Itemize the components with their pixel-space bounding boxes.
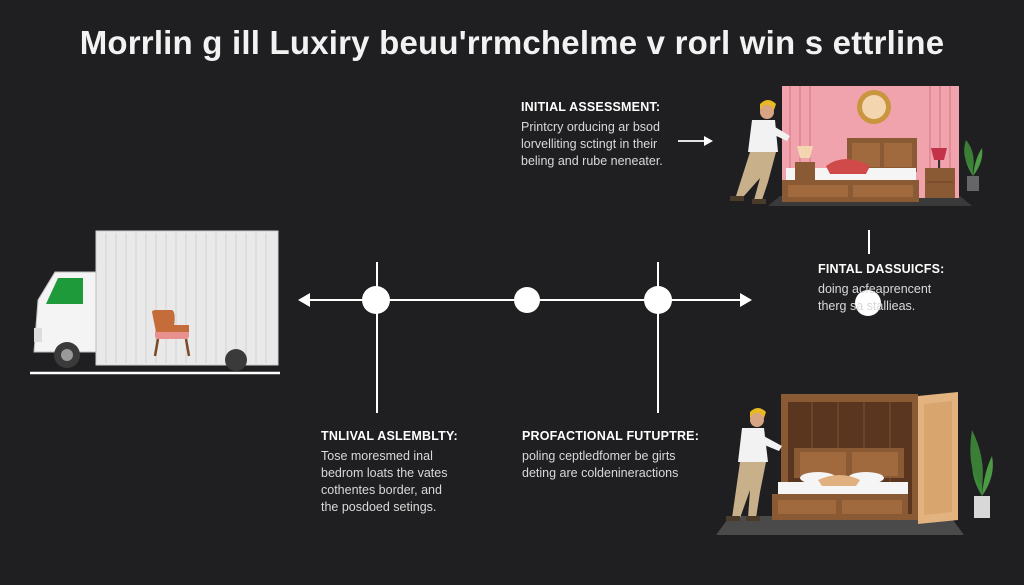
plant-icon [964,140,983,191]
armchair-icon [152,310,191,357]
timeline-node [855,290,881,316]
step-line: beling and rube neneater. [521,154,663,168]
timeline-node [362,286,390,314]
step-title: TNLIVAL ASLEMBLTY: [321,429,458,443]
step-line: the posdoed setings. [321,500,437,514]
delivery-truck-icon [33,230,279,371]
wardrobe-icon [716,392,964,535]
worker-icon [730,100,790,204]
step-line: doing acfeaprencent [818,282,932,296]
plant-icon [970,430,993,518]
step-initial-assessment: INITIAL ASSESSMENT: Printcry orducing ar… [521,100,663,170]
step-description: doing acfeaprencent therg sa stallieas. [818,281,945,315]
step-line: therg sa stallieas. [818,299,916,313]
timeline-node [514,287,540,313]
step-tnlival-aslembly: TNLIVAL ASLEMBLTY: Tose moresmed inal be… [321,429,458,516]
step-line: poling ceptledfomer be girts [522,449,676,463]
step-description: Tose moresmed inal bedrom loats the vate… [321,448,458,516]
step-line: Tose moresmed inal [321,449,433,463]
step-title: FINTAL DASSUICFS: [818,262,945,276]
page-title: Morrlin g ill Luxiry beuu'rrmchelme v ro… [79,24,945,61]
step-line: lorvelliting sctingt in their [521,137,658,151]
bedroom-icon [768,86,972,206]
step-profactional-futuptre: PROFACTIONAL FUTUPTRE: poling ceptledfom… [522,429,699,482]
step-description: Printcry orducing ar bsod lorvelliting s… [521,119,663,170]
arrow-right [740,293,752,307]
step-title: INITIAL ASSESSMENT: [521,100,661,114]
step-line: cothentes border, and [321,483,442,497]
step-final-dassuicfs: FINTAL DASSUICFS: doing acfeaprencent th… [818,262,945,315]
step-line: Printcry orducing ar bsod [521,120,660,134]
step-title: PROFACTIONAL FUTUPTRE: [522,429,700,443]
worker-icon [726,408,782,521]
arrow-left [298,293,310,307]
step-description: poling ceptledfomer be girts deting are … [522,448,699,482]
timeline-node [644,286,672,314]
step-line: deting are coldenineractions [522,466,679,480]
step-line: bedrom loats the vates [321,466,448,480]
